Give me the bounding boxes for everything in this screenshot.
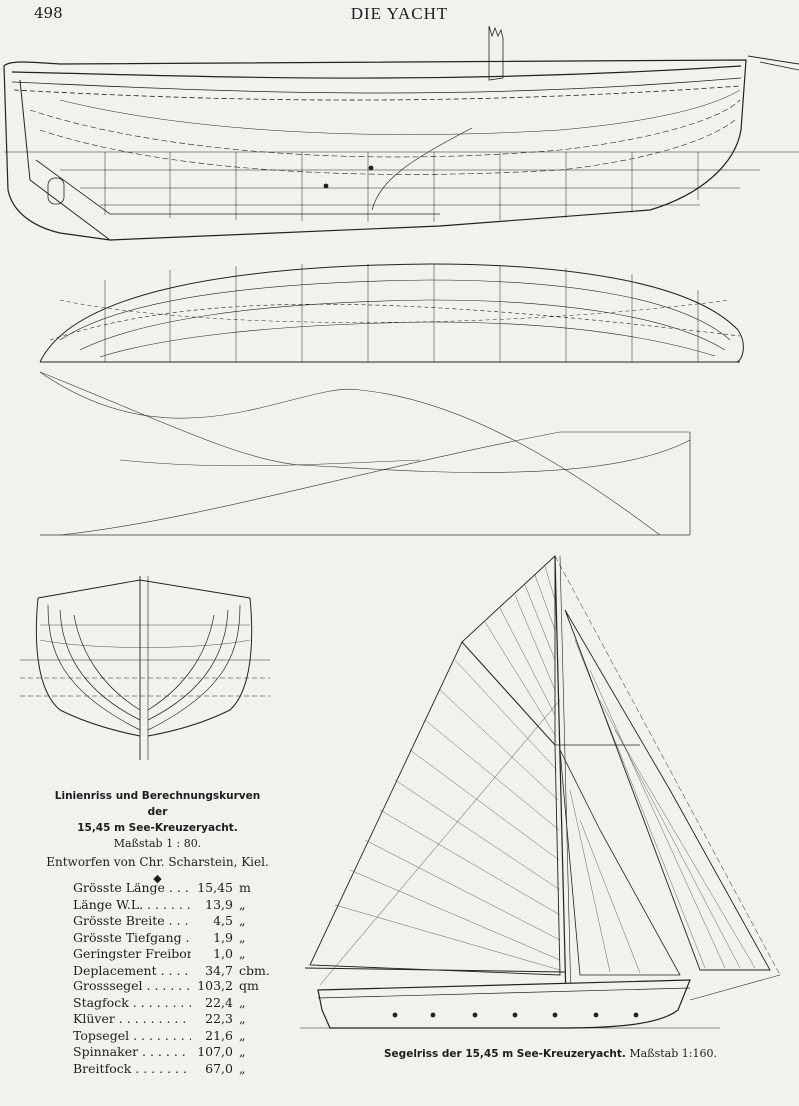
drawing-title-block: Linienriss und Berechnungskurven der 15,… xyxy=(30,788,285,887)
spec-row: Grösste Breite . . . . . . . . .4,5„ xyxy=(73,913,246,928)
sail-plan-caption-main: Segelriss der 15,45 m See-Kreuzeryacht. xyxy=(384,1048,626,1060)
journal-title: DIE YACHT xyxy=(350,4,449,23)
sail-plan xyxy=(300,554,781,1029)
spec-row: Topsegel . . . . . . . . .21,6„ xyxy=(73,1027,246,1043)
hull-specs-table: Grösste Länge . . . . . . . . .15,45m Lä… xyxy=(73,880,273,979)
sail-plan-caption: Segelriss der 15,45 m See-Kreuzeryacht. … xyxy=(384,1047,717,1060)
profile-view xyxy=(3,25,799,241)
title-line-2: der xyxy=(147,806,168,818)
body-plan xyxy=(20,576,270,760)
scale-note: Maßstab 1 : 80. xyxy=(113,837,202,850)
spec-row: Grösste Länge . . . . . . . . .15,45m xyxy=(73,880,251,895)
sail-specs-table: Grosssegel . . . . . . . . .103,2qm Stag… xyxy=(73,978,273,1077)
designer-credit: Entworfen von Chr. Scharstein, Kiel. xyxy=(46,855,269,869)
title-line-3: 15,45 m See-Kreuzeryacht. xyxy=(77,822,238,834)
spec-row: Klüver . . . . . . . . .22,3„ xyxy=(73,1011,246,1026)
spec-row: Spinnaker . . . . . . . . .107,0„ xyxy=(73,1044,246,1059)
spec-row: Grosssegel . . . . . . . . .103,2qm xyxy=(73,978,259,993)
spec-row: Grösste Tiefgang . . . . . . . . .1,9„ xyxy=(73,929,246,945)
sail-plan-caption-scale: Maßstab 1:160. xyxy=(629,1047,717,1060)
spec-row: Breitfock . . . . . . . . .67,0„ xyxy=(73,1060,246,1076)
spec-row: Stagfock . . . . . . . . .22,4„ xyxy=(73,994,246,1010)
half-breadth-plan xyxy=(39,263,744,363)
title-line-1: Linienriss und Berechnungskurven xyxy=(54,790,261,802)
calculation-curves xyxy=(39,371,691,536)
diamond-ornament-icon: ◆ xyxy=(153,872,162,885)
spec-row: Länge W.L. . . . . . . . . .13,9„ xyxy=(73,896,246,912)
spec-row: Geringster Freibord . . . . . . . . .1,0… xyxy=(73,946,246,961)
page-number: 498 xyxy=(34,4,63,22)
